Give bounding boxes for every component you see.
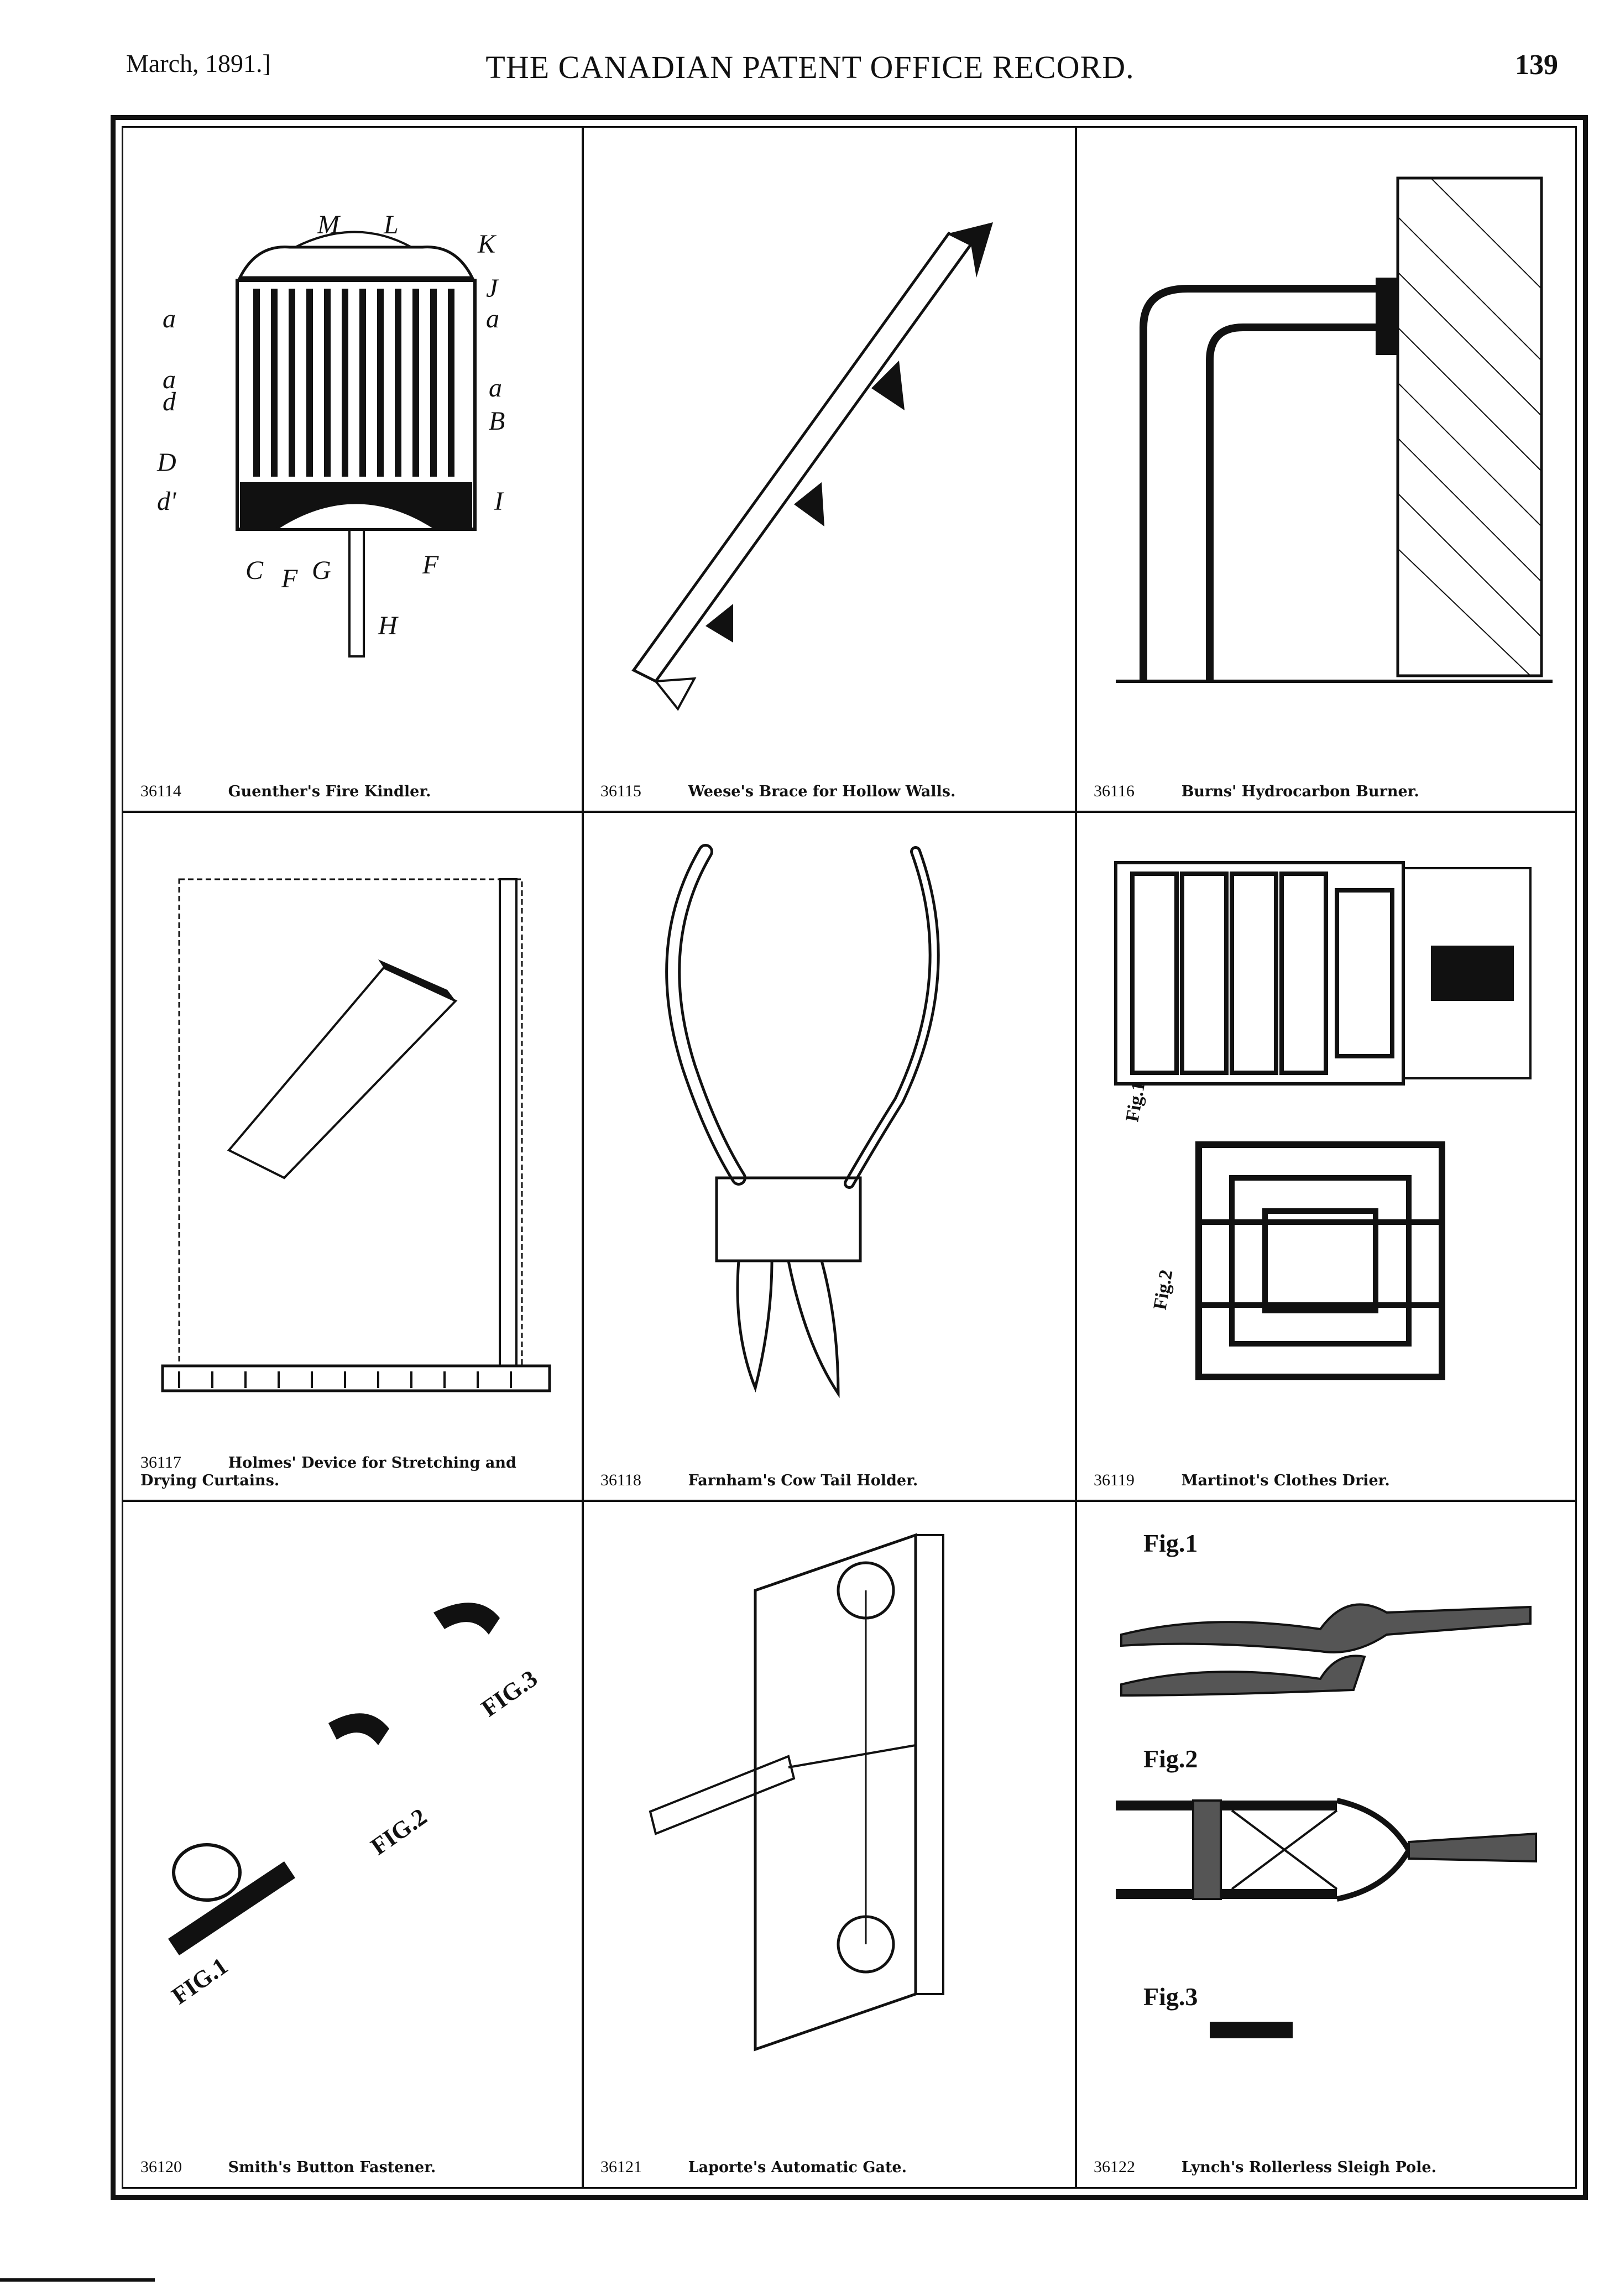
svg-text:a: a: [489, 373, 502, 403]
patent-number: 36118: [600, 1471, 641, 1489]
svg-text:L: L: [383, 210, 399, 239]
svg-text:a: a: [486, 304, 499, 333]
svg-text:I: I: [494, 487, 504, 516]
automatic-gate-drawing: [606, 1524, 1053, 2126]
scan-mark: [0, 2278, 155, 2282]
svg-text:K: K: [477, 229, 497, 259]
curtain-stretcher-drawing: [146, 835, 560, 1439]
patent-number: 36121: [600, 2158, 642, 2176]
svg-text:G: G: [312, 556, 331, 585]
grid-divider: [1075, 126, 1077, 2189]
svg-text:a: a: [163, 365, 176, 394]
patent-title: Guenther's Fire Kindler.: [228, 783, 431, 800]
wall-brace-drawing: [606, 150, 1053, 750]
patent-title: Lynch's Rollerless Sleigh Pole.: [1181, 2159, 1436, 2176]
clothes-drier-drawing: Fig.1 Fig.2: [1099, 835, 1555, 1439]
patent-number: 36122: [1094, 2158, 1135, 2176]
figure-panel-clothes-drier: Fig.1 Fig.2 36119 Martinot's Clothes Dri…: [1077, 813, 1577, 1500]
patent-title: Holmes' Device for Stretching and Drying…: [140, 1454, 516, 1489]
figure-panel-button-fastener: FIG.1 FIG.2 FIG.3 36120 Smith's Button F…: [124, 1502, 582, 2187]
svg-text:J: J: [486, 274, 499, 303]
sleigh-pole-drawing: Fig.1 Fig.2 Fig.3: [1099, 1524, 1555, 2126]
patent-number: 36115: [600, 782, 641, 800]
figure-caption: 36116 Burns' Hydrocarbon Burner.: [1094, 782, 1566, 801]
svg-text:d': d': [157, 487, 176, 516]
svg-text:Fig.3: Fig.3: [1143, 1982, 1198, 2011]
patent-number: 36114: [140, 782, 181, 800]
figure-panel-sleigh-pole: Fig.1 Fig.2 Fig.3 36122 Lynch's Rollerle…: [1077, 1502, 1577, 2187]
patent-number: 36120: [140, 2158, 182, 2176]
svg-text:C: C: [245, 556, 264, 585]
svg-text:F: F: [422, 550, 439, 580]
page-border-outer: [111, 115, 1588, 2200]
patent-number: 36119: [1094, 1471, 1135, 1489]
figure-panel-curtain-stretcher: 36117 Holmes' Device for Stretching and …: [124, 813, 582, 1500]
patent-title: Burns' Hydrocarbon Burner.: [1181, 783, 1419, 800]
figure-panel-automatic-gate: 36121 Laporte's Automatic Gate.: [584, 1502, 1075, 2187]
patent-title: Martinot's Clothes Drier.: [1181, 1472, 1390, 1489]
patent-number: 36117: [140, 1453, 181, 1471]
figure-caption: 36119 Martinot's Clothes Drier.: [1094, 1471, 1566, 1490]
figure-caption: 36115 Weese's Brace for Hollow Walls.: [600, 782, 1064, 801]
patent-title: Smith's Button Fastener.: [228, 2159, 436, 2176]
svg-text:B: B: [489, 406, 505, 436]
svg-text:H: H: [378, 611, 399, 640]
svg-text:Fig.2: Fig.2: [1143, 1745, 1198, 1773]
figure-caption: 36118 Farnham's Cow Tail Holder.: [600, 1471, 1064, 1490]
svg-text:D: D: [156, 448, 176, 477]
grid-divider: [122, 1500, 1577, 1502]
figure-panel-cow-tail-holder: 36118 Farnham's Cow Tail Holder.: [584, 813, 1075, 1500]
figure-caption: 36117 Holmes' Device for Stretching and …: [140, 1454, 571, 1490]
svg-text:Fig.2: Fig.2: [1149, 1268, 1177, 1311]
figure-caption: 36121 Laporte's Automatic Gate.: [600, 2158, 1064, 2177]
figure-caption: 36120 Smith's Button Fastener.: [140, 2158, 571, 2177]
svg-text:F: F: [281, 564, 298, 593]
figure-panel-wall-brace: 36115 Weese's Brace for Hollow Walls.: [584, 128, 1075, 811]
svg-text:d: d: [163, 387, 176, 416]
svg-text:FIG.2: FIG.2: [366, 1803, 432, 1860]
button-fastener-drawing: FIG.1 FIG.2 FIG.3: [146, 1524, 560, 2126]
patent-number: 36116: [1094, 782, 1135, 800]
svg-text:Fig.1: Fig.1: [1143, 1529, 1198, 1557]
patent-title: Farnham's Cow Tail Holder.: [688, 1472, 918, 1489]
figure-panel-hydrocarbon-burner: 36116 Burns' Hydrocarbon Burner.: [1077, 128, 1577, 811]
figure-caption: 36114 Guenther's Fire Kindler.: [140, 782, 571, 801]
svg-text:FIG.3: FIG.3: [477, 1664, 542, 1722]
svg-text:FIG.1: FIG.1: [167, 1952, 233, 2010]
cow-tail-holder-drawing: [606, 835, 1053, 1439]
patent-title: Weese's Brace for Hollow Walls.: [688, 783, 956, 800]
grid-divider: [122, 811, 1577, 813]
running-head-date: March, 1891.]: [126, 49, 271, 77]
svg-text:Fig.1: Fig.1: [1122, 1080, 1149, 1123]
page-number: 139: [1515, 49, 1558, 81]
running-head-title: THE CANADIAN PATENT OFFICE RECORD.: [485, 49, 1135, 85]
grid-divider: [582, 126, 584, 2189]
figure-caption: 36122 Lynch's Rollerless Sleigh Pole.: [1094, 2158, 1566, 2177]
patent-title: Laporte's Automatic Gate.: [688, 2159, 907, 2176]
page-border-inner: [122, 126, 1577, 2189]
svg-text:M: M: [317, 210, 341, 239]
svg-text:a: a: [163, 304, 176, 333]
hydrocarbon-burner-drawing: [1099, 150, 1555, 750]
